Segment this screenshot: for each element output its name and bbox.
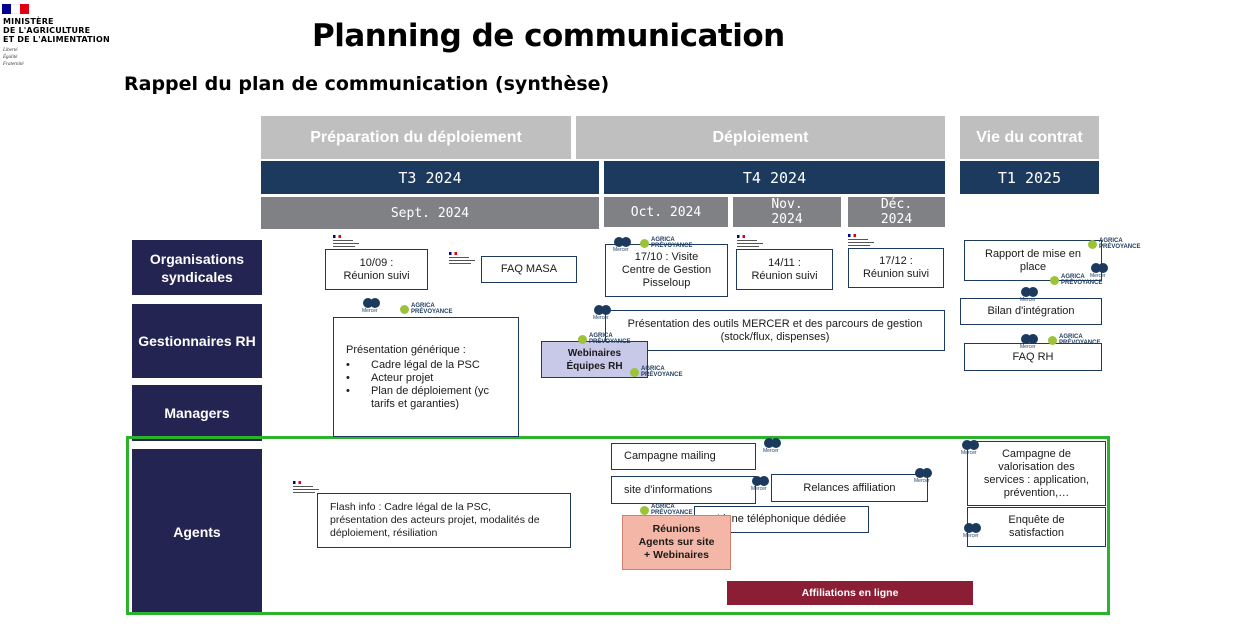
item-faq-rh: FAQ RH — [964, 343, 1102, 371]
mercer-logo-icon: Mercer — [362, 298, 384, 314]
ministry-logo-line-1: MINISTÈRE — [3, 17, 54, 26]
bullet-dot-icon: • — [346, 371, 350, 384]
mercer-logo-icon: Mercer — [914, 468, 936, 484]
mercer-logo-icon: Mercer — [961, 440, 983, 456]
agrica-logo-icon: AGRICA PRÉVOYANCE — [1050, 274, 1102, 288]
presentation-bullet-3-row: • Plan de déploiement (yc tarifs et garan… — [346, 385, 501, 411]
item-reunion-1411: 14/11 : Réunion suivi — [736, 249, 833, 290]
masa-mini-logo-icon — [848, 234, 882, 250]
presentation-intro: Présentation générique : — [346, 343, 466, 356]
agents-highlight-frame — [126, 436, 1110, 615]
mercer-logo-icon: Mercer — [751, 476, 773, 492]
item-presentation-outils-mercer: Présentation des outils MERCER et des pa… — [605, 310, 945, 351]
month-sept-2024: Sept. 2024 — [261, 197, 599, 229]
mercer-logo-icon: Mercer — [763, 438, 785, 454]
item-campagne-mailing: Campagne mailing — [611, 443, 756, 470]
item-visite-1710: 17/10 : Visite Centre de Gestion Pisselo… — [605, 244, 728, 297]
item-reunion-1009: 10/09 : Réunion suivi — [325, 249, 428, 290]
presentation-bullet-2: Acteur projet — [371, 371, 434, 384]
motto-fraternite: Fraternité — [3, 62, 24, 67]
quarter-t4-2024: T4 2024 — [604, 161, 945, 194]
mercer-logo-icon: Mercer — [1020, 334, 1042, 350]
item-presentation-generique: Présentation générique : • Cadre légal de… — [333, 317, 519, 437]
quarter-t1-2025: T1 2025 — [960, 161, 1099, 194]
month-nov-2024: Nov. 2024 — [733, 197, 841, 227]
motto-liberte: Liberté — [3, 48, 18, 53]
presentation-bullet-2-row: • Acteur projet — [346, 372, 433, 385]
mercer-logo-icon: Mercer — [963, 523, 985, 539]
page-subtitle: Rappel du plan de communication (synthès… — [124, 73, 610, 95]
mercer-logo-icon: Mercer — [593, 305, 615, 321]
presentation-bullet-1: Cadre légal de la PSC — [371, 358, 480, 371]
republic-flag-icon — [2, 4, 29, 14]
ministry-logo-line-2: DE L'AGRICULTURE — [3, 26, 91, 35]
item-reunions-agents: Réunions Agents sur site + Webinaires — [622, 515, 731, 570]
agrica-logo-icon: AGRICA PRÉVOYANCE — [1088, 238, 1140, 252]
item-bilan-integration: Bilan d'intégration — [960, 298, 1102, 325]
row-managers: Managers — [132, 385, 262, 441]
ministry-logo-line-3: ET DE L'ALIMENTATION — [3, 35, 110, 44]
row-gestionnaires-rh: Gestionnaires RH — [132, 304, 262, 378]
phase-vie-contrat: Vie du contrat — [960, 116, 1099, 159]
mercer-logo-icon: Mercer — [1090, 263, 1112, 279]
mercer-logo-icon: Mercer — [613, 237, 635, 253]
agrica-logo-icon: AGRICA PRÉVOYANCE — [630, 366, 682, 380]
agrica-logo-icon: AGRICA PRÉVOYANCE — [640, 237, 692, 251]
presentation-bullet-1-row: • Cadre légal de la PSC — [346, 359, 480, 372]
month-oct-2024: Oct. 2024 — [604, 197, 728, 227]
masa-mini-logo-icon — [293, 481, 327, 497]
item-rapport-mise-en-place: Rapport de mise en place — [964, 240, 1102, 281]
quarter-t3-2024: T3 2024 — [261, 161, 599, 194]
row-organisations-syndicales: Organisations syndicales — [132, 240, 262, 295]
item-flash-info: Flash info : Cadre légal de la PSC, prés… — [317, 493, 571, 548]
item-affiliations-en-ligne: Affiliations en ligne — [727, 581, 973, 605]
month-dec-2024: Déc. 2024 — [848, 197, 945, 227]
phase-deploiement: Déploiement — [576, 116, 945, 159]
phase-preparation: Préparation du déploiement — [261, 116, 571, 159]
item-reunion-1712: 17/12 : Réunion suivi — [848, 248, 944, 288]
agrica-logo-icon: AGRICA PRÉVOYANCE — [578, 333, 630, 347]
masa-mini-logo-icon — [333, 235, 367, 251]
masa-mini-logo-icon — [449, 252, 483, 268]
item-campagne-valorisation: Campagne de valorisation des services : … — [967, 441, 1106, 506]
bullet-dot-icon: • — [346, 384, 350, 397]
mercer-logo-icon: Mercer — [1020, 287, 1042, 303]
presentation-bullet-3: Plan de déploiement (yc tarifs et garant… — [371, 384, 490, 410]
motto-egalite: Égalité — [3, 55, 18, 60]
agrica-logo-icon: AGRICA PRÉVOYANCE — [400, 303, 452, 317]
agrica-logo-icon: AGRICA PRÉVOYANCE — [640, 504, 692, 518]
agrica-logo-icon: AGRICA PRÉVOYANCE — [1048, 334, 1100, 348]
item-site-informations: site d'informations — [611, 476, 756, 504]
bullet-dot-icon: • — [346, 358, 350, 371]
page-title: Planning de communication — [312, 18, 785, 54]
row-agents: Agents — [132, 449, 262, 615]
masa-mini-logo-icon — [737, 235, 771, 251]
item-faq-masa: FAQ MASA — [481, 256, 577, 283]
item-relances-affiliation: Relances affiliation — [771, 474, 928, 502]
item-enquete-satisfaction: Enquête de satisfaction — [967, 507, 1106, 547]
